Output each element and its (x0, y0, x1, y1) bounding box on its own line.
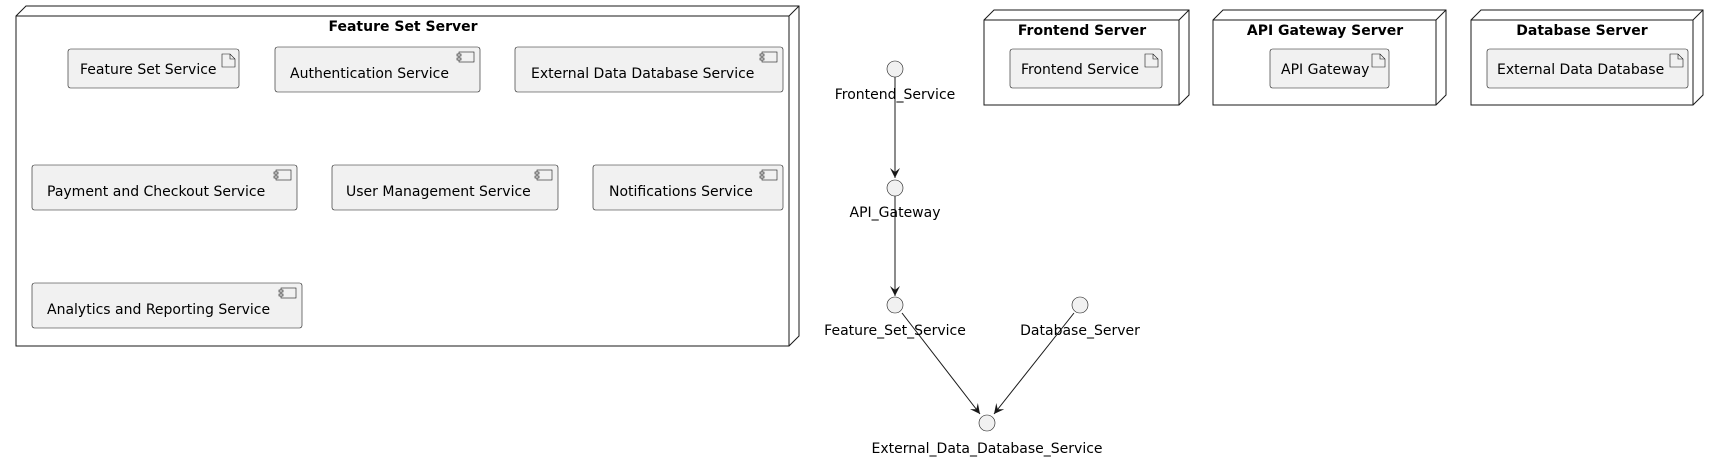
component-icon (273, 169, 292, 181)
artifact-frontend-service: Frontend Service (1009, 48, 1163, 89)
component-icon (278, 287, 297, 299)
component-icon (759, 169, 778, 181)
svg-text:User Management Service: User Management Service (346, 184, 531, 200)
artifact-icon (221, 53, 236, 68)
artifact-api-gateway: API Gateway (1269, 48, 1390, 89)
interface-external-data-database-service: External_Data_Database_Service (871, 414, 1103, 457)
node-database-server: Database Server External Data Database (1470, 9, 1704, 106)
interface-api-gateway: API_Gateway (850, 179, 941, 221)
svg-text:Analytics and Reporting Servic: Analytics and Reporting Service (47, 302, 270, 318)
artifact-feature-set-service: Feature Set Service (67, 48, 240, 89)
component-external-data-database-service: External Data Database Service (514, 46, 784, 93)
svg-text:Frontend Service: Frontend Service (1021, 62, 1139, 78)
node-title-database-server: Database Server (1516, 23, 1647, 39)
svg-text:API_Gateway: API_Gateway (850, 205, 941, 221)
interface-frontend-service: Frontend_Service (835, 60, 956, 103)
node-api-gateway-server: API Gateway Server API Gateway (1212, 9, 1447, 106)
artifact-icon (1669, 53, 1684, 68)
node-title-feature-set-server: Feature Set Server (328, 19, 477, 35)
svg-text:Frontend_Service: Frontend_Service (835, 87, 956, 103)
svg-text:External Data Database: External Data Database (1497, 62, 1664, 78)
component-icon (456, 51, 475, 63)
svg-text:Feature_Set_Service: Feature_Set_Service (824, 323, 966, 339)
node-title-api-gateway-server: API Gateway Server (1247, 23, 1403, 39)
artifact-icon (1371, 53, 1386, 68)
svg-text:Notifications Service: Notifications Service (609, 184, 753, 200)
node-title-frontend-server: Frontend Server (1018, 23, 1146, 39)
edge-database-server-to-external-data (993, 312, 1075, 415)
component-payment-and-checkout-service: Payment and Checkout Service (31, 164, 298, 211)
node-frontend-server: Frontend Server Frontend Service (983, 9, 1190, 106)
svg-text:Payment and Checkout Service: Payment and Checkout Service (47, 184, 265, 200)
edges (890, 77, 1075, 415)
component-icon (759, 51, 778, 63)
interface-database-server: Database_Server (1020, 296, 1140, 339)
component-authentication-service: Authentication Service (274, 46, 481, 93)
component-user-management-service: User Management Service (331, 164, 559, 211)
edge-feature-set-service-to-external-data (901, 312, 981, 415)
node-feature-set-server: Feature Set Server Feature Set Service A… (15, 5, 800, 347)
artifact-icon (1144, 53, 1159, 68)
svg-text:External_Data_Database_Service: External_Data_Database_Service (871, 441, 1102, 457)
artifact-external-data-database: External Data Database (1486, 48, 1689, 89)
svg-text:Feature Set Service: Feature Set Service (80, 62, 217, 78)
svg-text:Authentication Service: Authentication Service (290, 66, 449, 82)
component-analytics-and-reporting-service: Analytics and Reporting Service (31, 282, 303, 329)
svg-text:External Data Database Service: External Data Database Service (531, 66, 754, 82)
svg-text:API Gateway: API Gateway (1281, 62, 1369, 78)
interface-feature-set-service: Feature_Set_Service (824, 296, 966, 339)
svg-text:Database_Server: Database_Server (1020, 323, 1140, 339)
component-icon (534, 169, 553, 181)
component-notifications-service: Notifications Service (592, 164, 784, 211)
